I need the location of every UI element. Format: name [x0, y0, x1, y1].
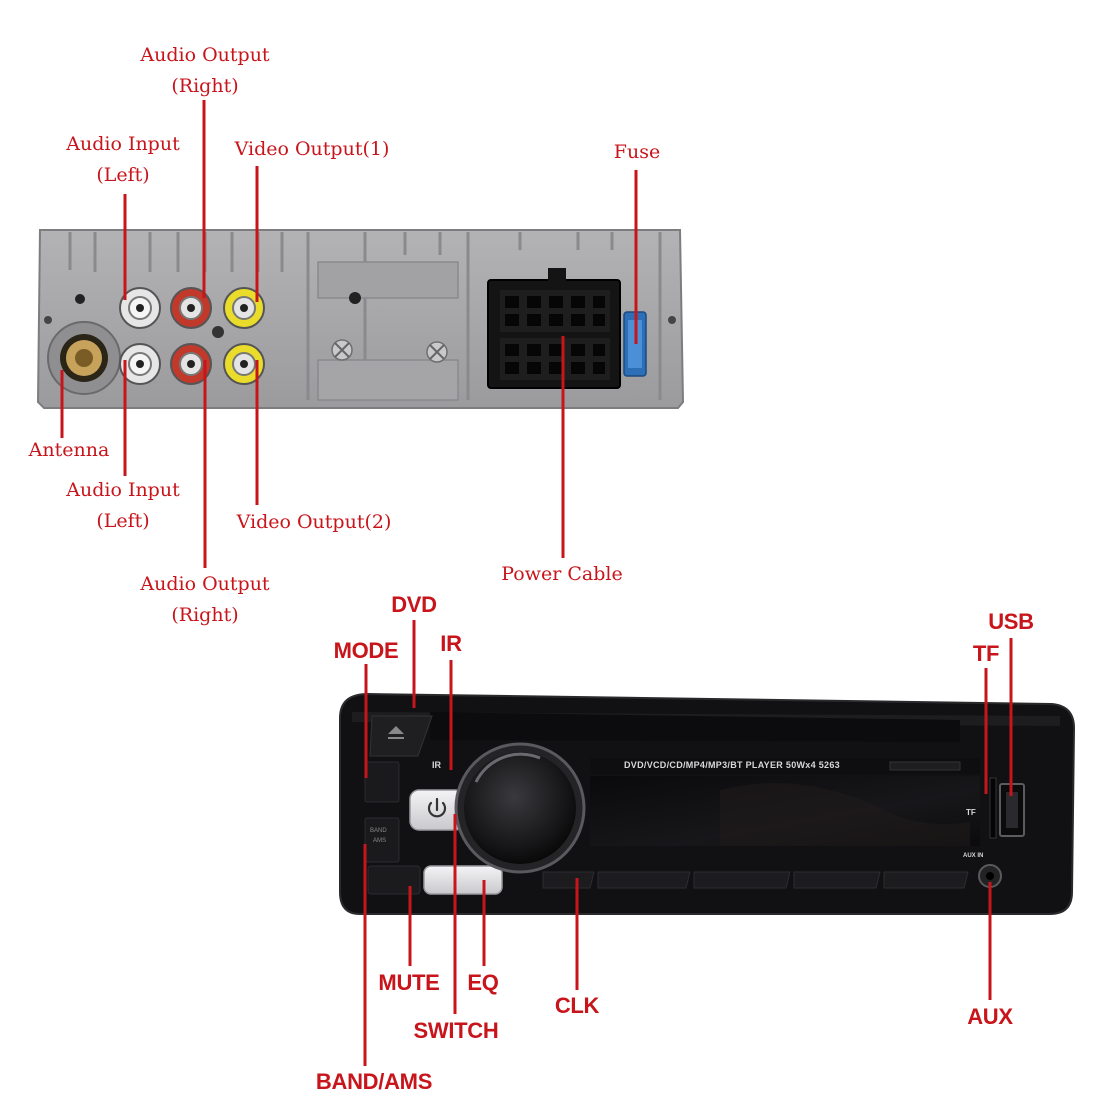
label-fuse: Fuse [613, 141, 661, 163]
panel-ams-text: AMS [373, 838, 387, 844]
label-switch: SWITCH [413, 1018, 499, 1043]
rca-video-output-2 [223, 343, 265, 385]
label-audio-input-left-top: Audio Input (Left) [52, 129, 194, 191]
label-mute: MUTE [378, 970, 440, 995]
panel-model-text: DVD/VCD/CD/MP4/MP3/BT PLAYER 50Wx4 5263 [624, 760, 840, 770]
label-eq: EQ [467, 970, 499, 995]
label-dvd: DVD [391, 592, 437, 617]
screw [426, 341, 448, 363]
label-usb: USB [988, 609, 1034, 634]
label-antenna: Antenna [28, 439, 110, 461]
rca-audio-input-left-bottom [119, 343, 161, 385]
preset-buttons[interactable] [542, 871, 969, 889]
volume-knob[interactable] [454, 742, 586, 874]
mute-button[interactable] [367, 865, 421, 895]
aux-jack[interactable] [978, 864, 1002, 888]
rca-audio-output-right-top [170, 287, 212, 329]
rca-video-output-1 [223, 287, 265, 329]
label-line: Audio Output [140, 44, 270, 66]
eject-button[interactable] [369, 715, 433, 757]
label-band-ams: BAND/AMS [315, 1069, 433, 1094]
rear-chassis [36, 229, 685, 409]
label-line: Audio Input [66, 479, 180, 501]
label-clk: CLK [554, 993, 600, 1018]
label-line: (Right) [171, 604, 239, 626]
screw [331, 339, 353, 361]
label-line: (Right) [171, 75, 239, 97]
rca-audio-input-left-top [119, 287, 161, 329]
mode-button[interactable] [364, 761, 400, 803]
eq-button[interactable] [423, 865, 503, 895]
label-ir: IR [440, 631, 462, 656]
label-line: (Left) [96, 510, 150, 532]
front-panel [339, 692, 1076, 915]
tf-slot[interactable] [989, 777, 997, 839]
screw-hole [349, 292, 361, 304]
label-audio-output-right-top: Audio Output (Right) [127, 40, 283, 102]
usb-port[interactable] [999, 783, 1025, 837]
label-audio-input-left-bottom: Audio Input (Left) [52, 475, 194, 537]
power-icon [427, 797, 447, 818]
panel-aux-in-text: AUX IN [963, 853, 984, 859]
screw-hole [212, 326, 224, 338]
label-line: Audio Input [66, 133, 180, 155]
rca-audio-output-right-bottom [170, 343, 212, 385]
panel-tf-text: TF [966, 808, 976, 817]
label-mode: MODE [333, 638, 399, 663]
label-power-cable: Power Cable [501, 563, 623, 585]
label-line: Audio Output [140, 573, 270, 595]
screw-hole [44, 316, 52, 324]
power-connector [487, 268, 621, 389]
panel-ir-text: IR [432, 760, 441, 770]
label-video-output-2: Video Output(2) [236, 511, 392, 533]
label-audio-output-right-bottom: Audio Output (Right) [127, 569, 283, 631]
screw-hole [668, 316, 676, 324]
label-tf: TF [972, 641, 1000, 666]
antenna-socket [47, 321, 121, 395]
label-video-output-1: Video Output(1) [234, 138, 390, 160]
panel-band-text: BAND [370, 828, 387, 834]
label-line: (Left) [96, 164, 150, 186]
band-ams-button[interactable] [364, 817, 400, 863]
leader-lines [60, 100, 1013, 1066]
screw-hole [75, 294, 85, 304]
label-aux: AUX [967, 1004, 1013, 1029]
